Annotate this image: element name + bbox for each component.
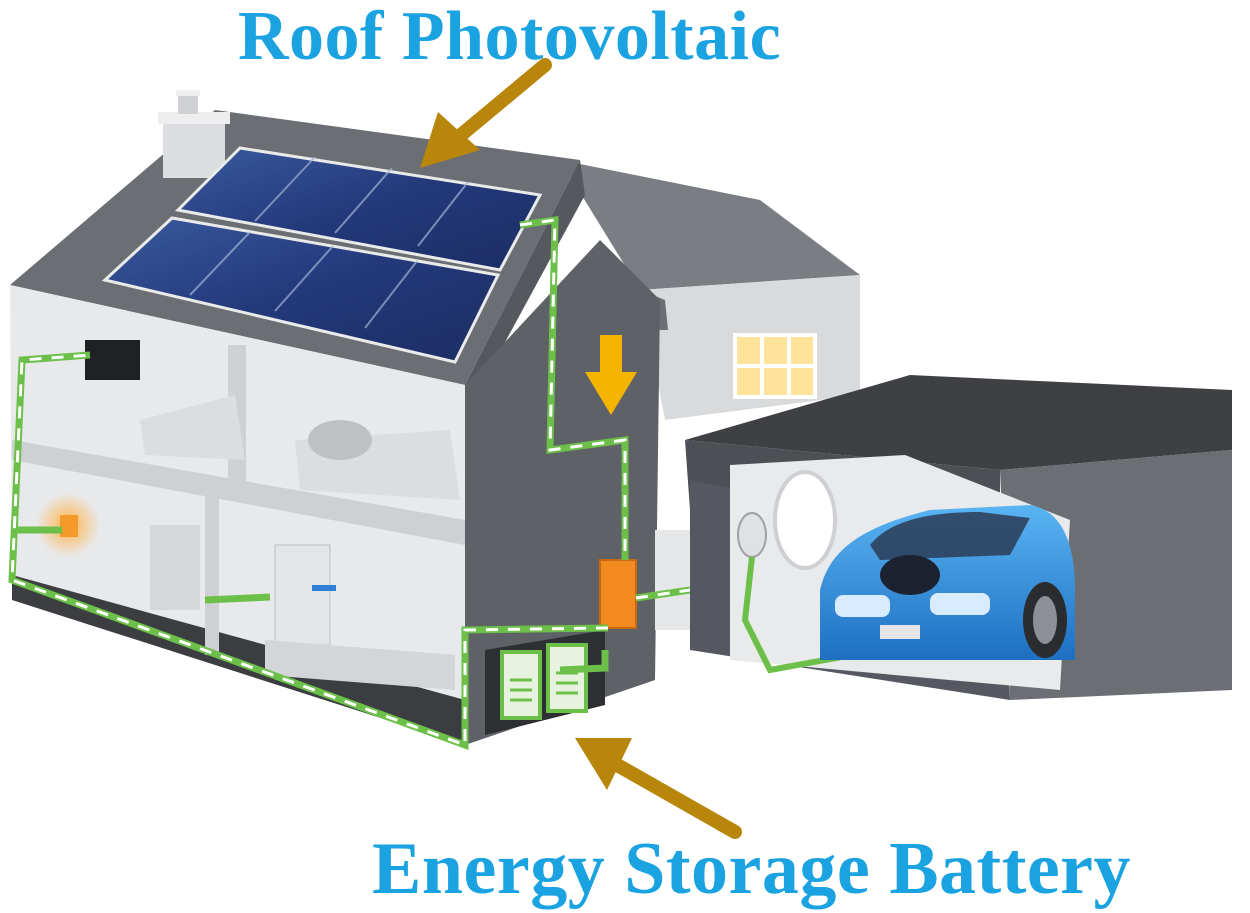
roof-photovoltaic-label: Roof Photovoltaic	[238, 2, 781, 72]
tv-icon	[85, 340, 140, 380]
energy-storage-battery-label: Energy Storage Battery	[372, 832, 1131, 906]
chimney-icon	[158, 90, 230, 178]
inverter-icon	[600, 560, 636, 628]
battery-callout-arrow-icon	[575, 738, 735, 832]
window-icon	[735, 335, 815, 397]
ev-charger-icon	[738, 513, 766, 557]
